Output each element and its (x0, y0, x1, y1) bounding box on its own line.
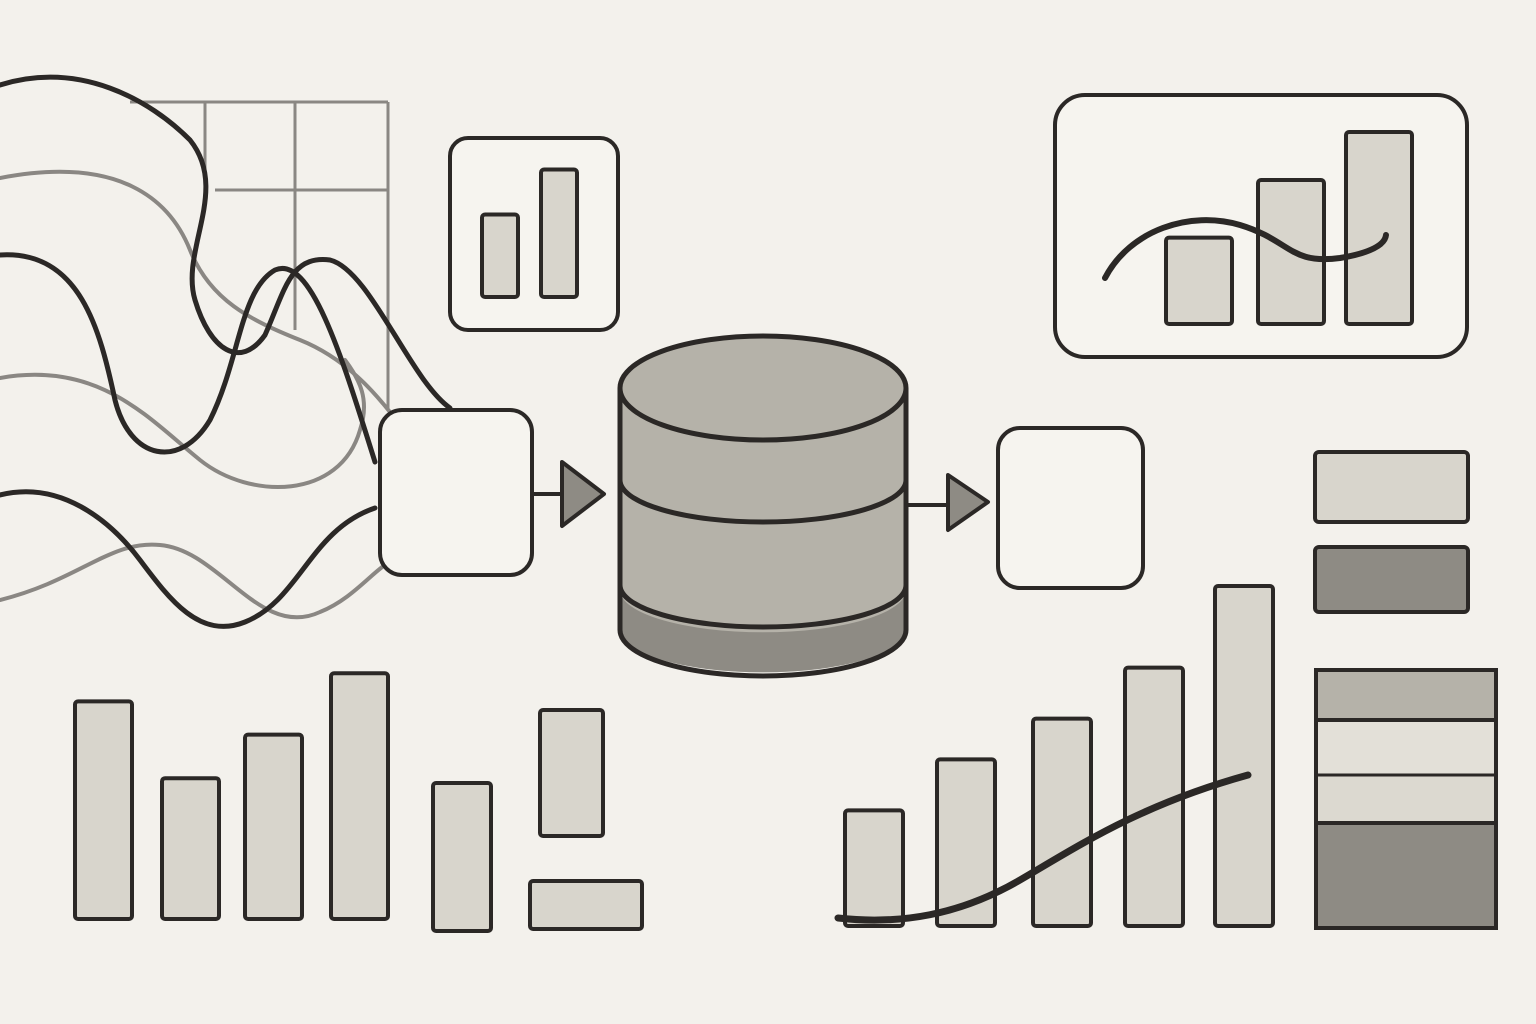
bar (935, 757, 997, 929)
bar (243, 732, 304, 921)
dashboard-trend-line (1102, 217, 1389, 281)
bottom-right-bars (843, 584, 1275, 929)
bottom-left-bars (73, 671, 390, 922)
output-box (996, 426, 1145, 590)
bottom-trend-line (834, 771, 1252, 924)
legend-block-light (1313, 450, 1470, 524)
tangled-streams (0, 74, 453, 629)
bar (1031, 716, 1093, 928)
mini-card-bars (480, 167, 579, 299)
small-bar (538, 708, 605, 838)
intake-box (378, 408, 534, 577)
small-bar-group (431, 708, 644, 933)
stacked-block (1314, 668, 1498, 930)
bar (73, 699, 134, 922)
mini-chart-card (448, 136, 620, 332)
bar (329, 671, 390, 921)
dark-stream-line (0, 74, 453, 411)
grey-stream-line (0, 358, 366, 490)
grey-stream-line (0, 542, 387, 620)
dark-stream-line (0, 252, 378, 465)
mini-card-bar (539, 167, 579, 299)
dark-stream-line (0, 489, 378, 629)
horizontal-bar (528, 879, 644, 931)
dashboard-bar (1344, 130, 1414, 326)
mini-card-bar (480, 212, 520, 299)
bar (843, 808, 905, 929)
dashboard-bar (1164, 235, 1234, 327)
legend-block-dark (1313, 545, 1470, 614)
arrow-right-icon (906, 473, 990, 532)
bar (1213, 584, 1275, 928)
dashboard-card (1053, 93, 1469, 359)
bar (160, 776, 221, 922)
database-cylinder-icon (617, 333, 909, 679)
background-grid (130, 100, 390, 410)
arrow-right-icon (532, 460, 606, 528)
small-bar (431, 781, 493, 933)
